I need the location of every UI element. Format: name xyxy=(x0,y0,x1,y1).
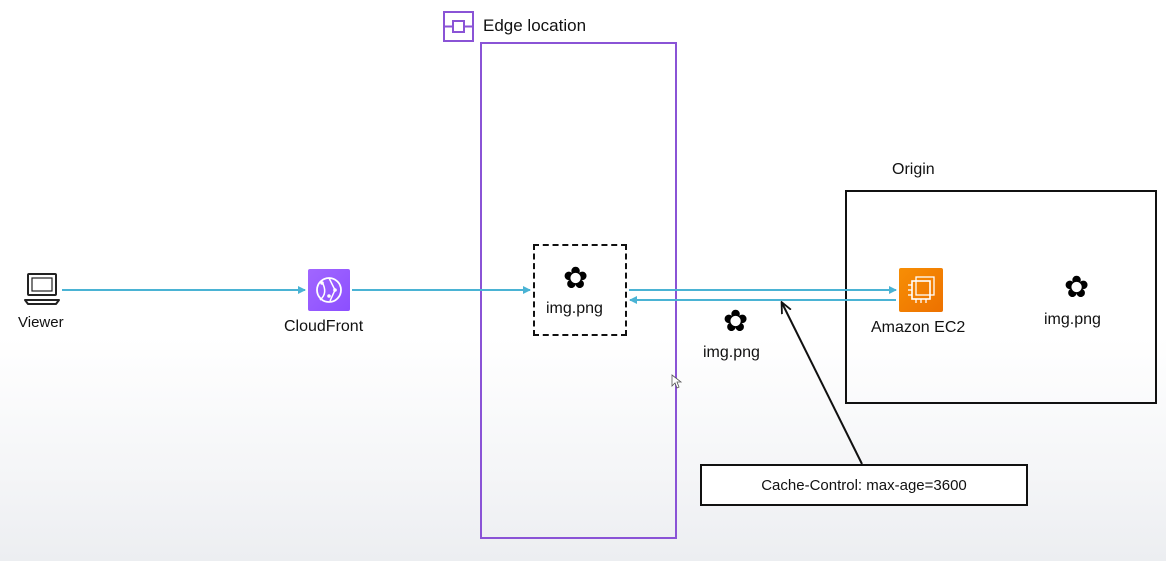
origin-object-label: img.png xyxy=(1044,311,1101,328)
ec2-icon xyxy=(899,268,943,312)
edge-cache-object-label: img.png xyxy=(546,300,603,317)
flower-icon: ✿ xyxy=(723,304,749,339)
ec2-label: Amazon EC2 xyxy=(871,319,966,336)
origin-label: Origin xyxy=(892,161,935,178)
cache-control-label: Cache-Control: max-age=3600 xyxy=(761,476,967,494)
transit-object-label: img.png xyxy=(703,344,760,361)
flower-icon: ✿ xyxy=(563,261,589,296)
viewer-label: Viewer xyxy=(18,314,64,331)
edge-location-icon xyxy=(443,11,474,42)
edge-cache-box xyxy=(533,244,627,336)
cache-control-header-box: Cache-Control: max-age=3600 xyxy=(700,464,1028,506)
laptop-icon xyxy=(24,272,60,306)
cloudfront-icon xyxy=(308,269,350,311)
cloudfront-label: CloudFront xyxy=(284,318,364,335)
flower-icon: ✿ xyxy=(1064,270,1090,305)
origin-group xyxy=(845,190,1157,404)
edge-location-label: Edge location xyxy=(483,16,587,35)
